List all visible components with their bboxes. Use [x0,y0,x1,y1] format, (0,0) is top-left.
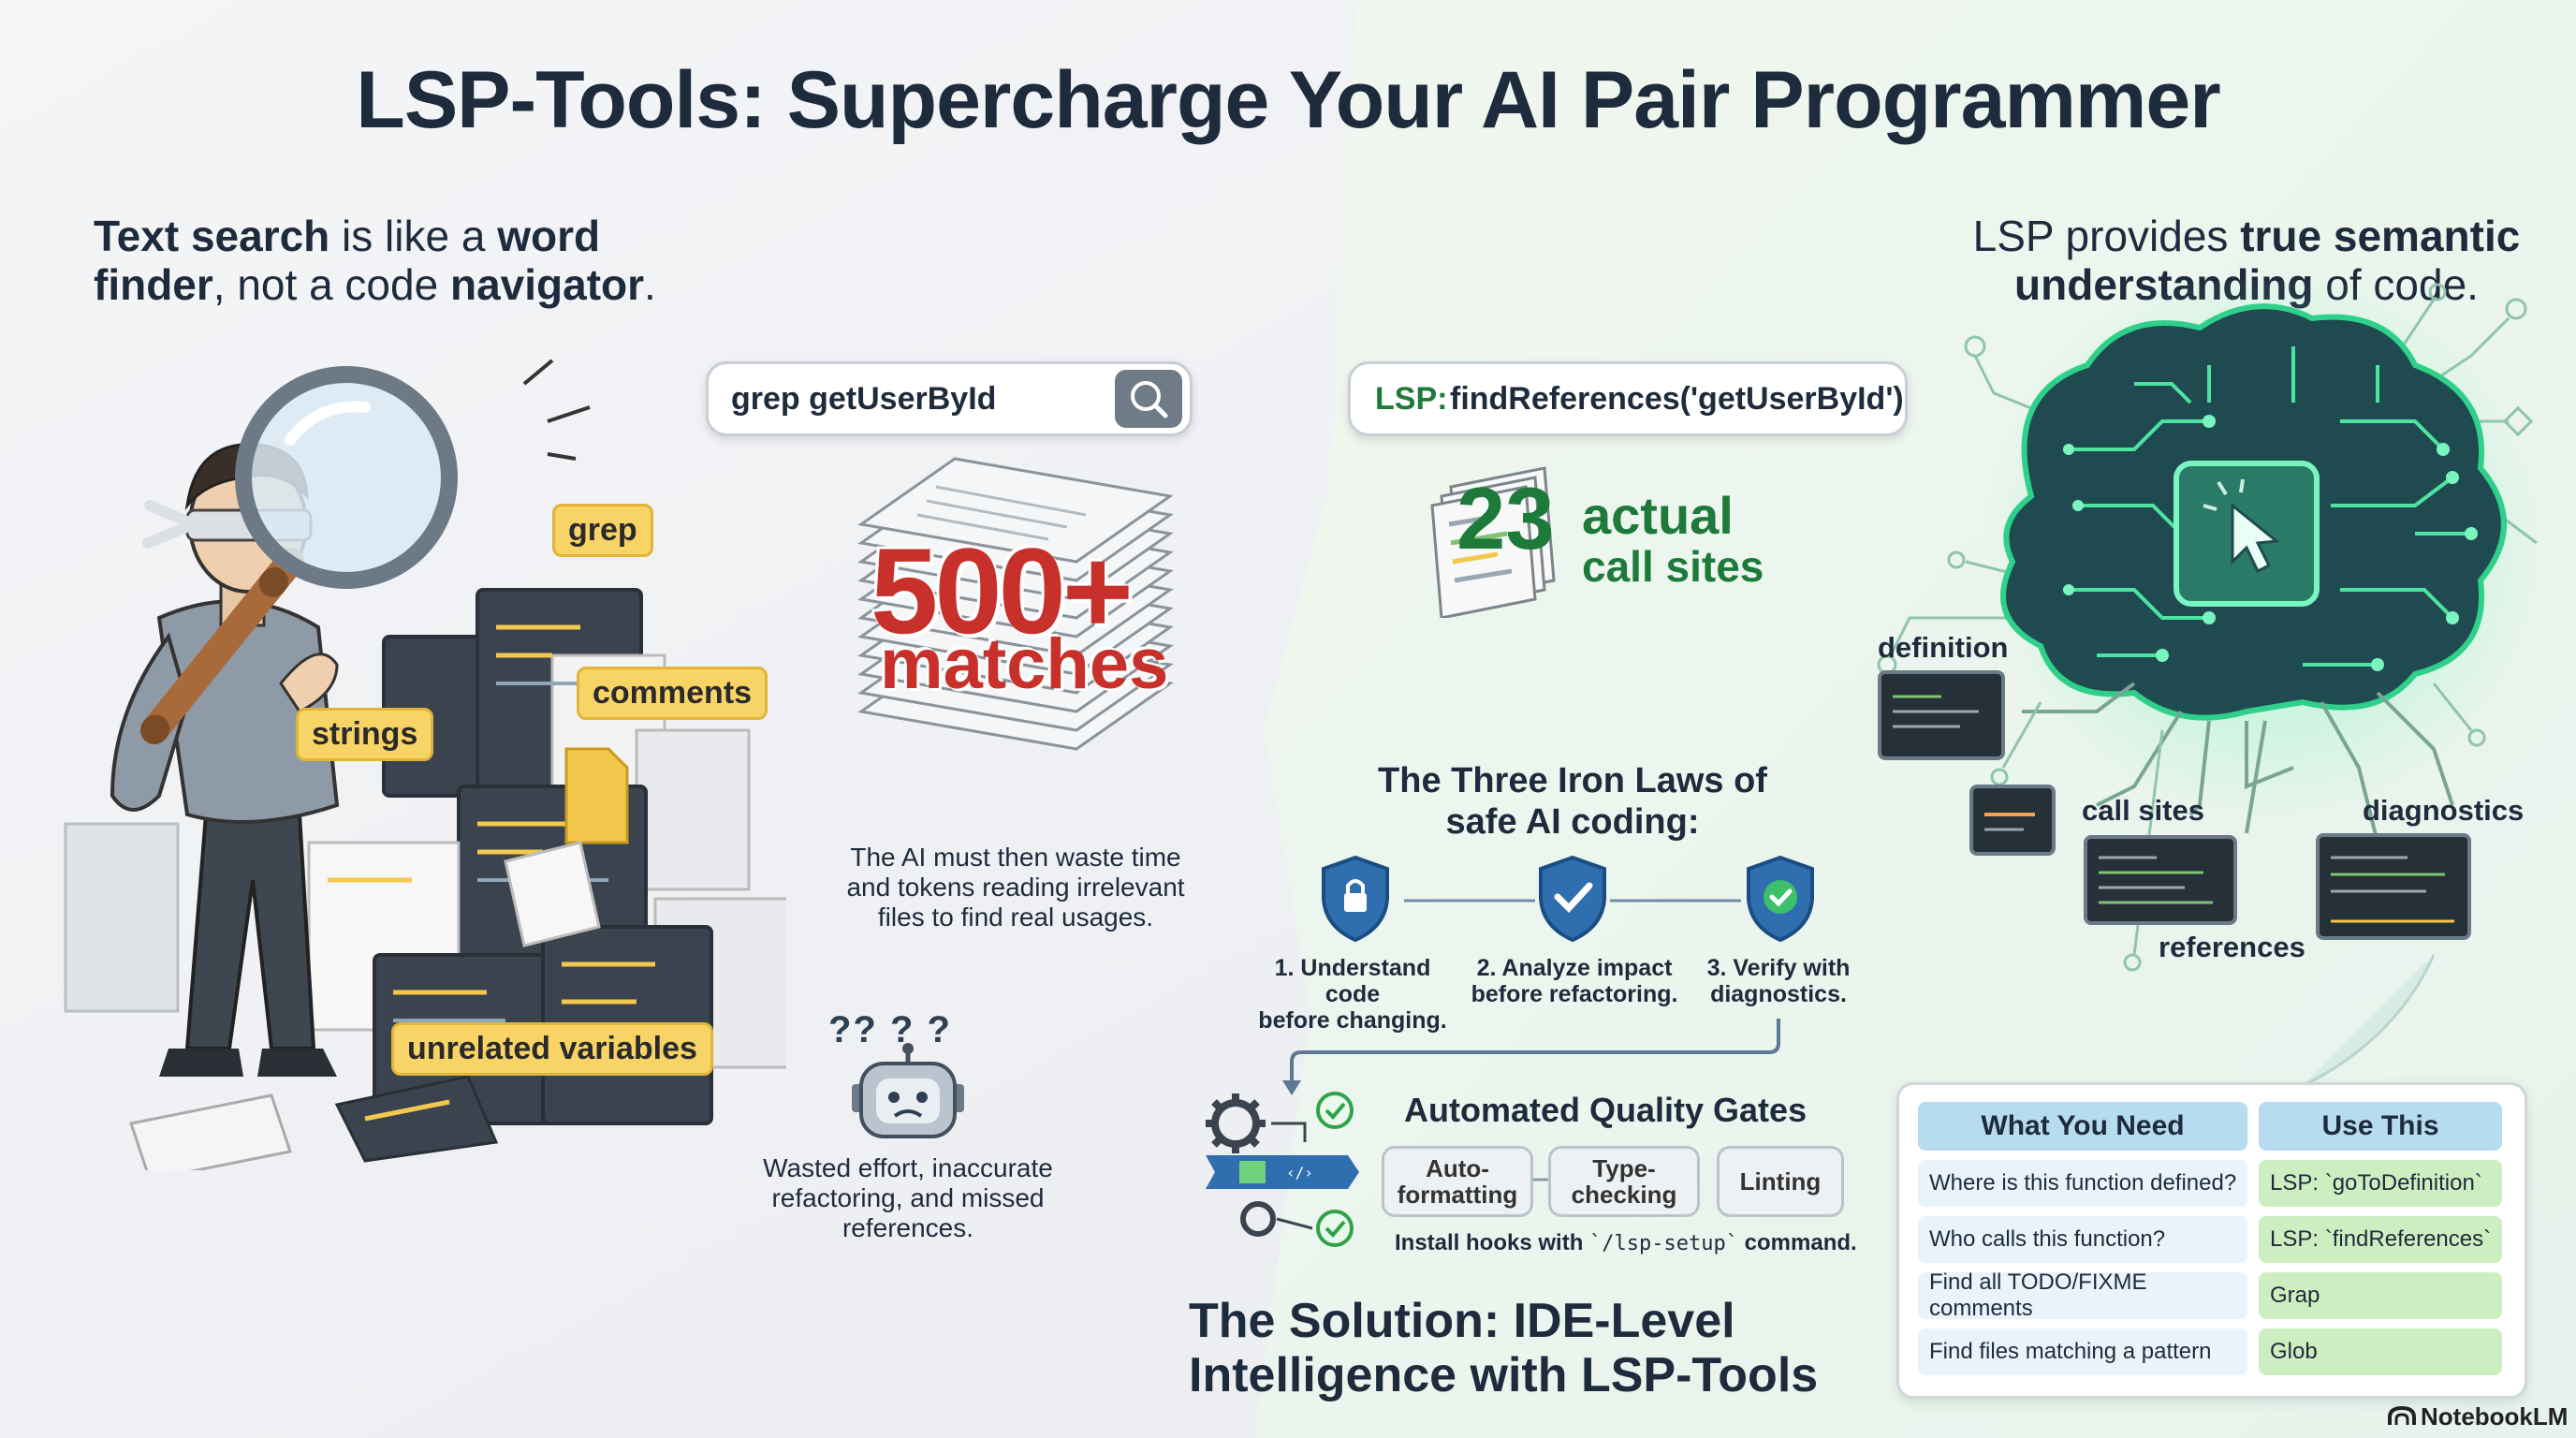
notebooklm-logo-icon [2388,1405,2416,1425]
gate-type-checking: Type-checking [1548,1146,1700,1217]
shield-check-icon [1539,855,1606,943]
call-sites-screen-icon [2084,835,2237,925]
search-icon[interactable] [1115,370,1182,428]
tag-unrelated-variables: unrelated variables [391,1022,713,1076]
lsp-call-text: findReferences('getUserById') [1450,381,1904,417]
matches-count: 500+ [871,522,1134,659]
gates-install-note: Install hooks with `/lsp-setup` command. [1395,1230,1857,1255]
diagnostics-screen-icon [2316,833,2471,940]
grep-search-bar[interactable]: grep getUserById [706,361,1193,436]
laws-to-gates-arrow [1282,1019,1780,1095]
shield-verified-icon [1747,855,1814,943]
label-call-sites: call sites [2082,794,2204,827]
circuit-brain-illustration [1877,281,2546,972]
table-cell-use: LSP: `goToDefinition` [2259,1160,2502,1207]
gear-icon-small [1240,1201,1276,1237]
tag-strings: strings [296,708,434,761]
lsp-prefix: LSP: [1375,381,1448,417]
gates-pipeline-icon: ‹/› [1206,1092,1359,1247]
brand-name: NotebookLM [2421,1402,2569,1431]
page-title: LSP-Tools: Supercharge Your AI Pair Prog… [356,55,2220,145]
label-references: references [2159,931,2305,963]
definition-screen-icon [1878,670,2005,760]
table-cell-need: Where is this function defined? [1918,1160,2247,1207]
table-cell-need: Who calls this function? [1918,1216,2247,1263]
matches-word: matches [880,624,1169,704]
magnifier-icon [140,359,591,744]
grep-search-text: grep getUserById [731,381,997,417]
tag-grep: grep [552,504,653,557]
tag-comments: comments [577,667,768,720]
paper-stack-icon [857,457,1174,751]
label-diagnostics: diagnostics [2363,794,2525,827]
tool-choice-table: What You Need Use This Where is this fun… [1896,1082,2527,1399]
label-definition: definition [1878,631,2009,664]
code-snippet-icon [1969,785,2056,856]
svg-text:‹/›: ‹/› [1286,1164,1313,1181]
laws-connector [1404,899,1741,902]
table-header-use: Use This [2259,1102,2502,1151]
call-site-count: 23 [1456,469,1555,567]
gates-title: Automated Quality Gates [1404,1091,1808,1129]
table-cell-need: Find all TODO/FIXME comments [1918,1269,2247,1321]
lsp-call-bar[interactable]: LSP: findReferences('getUserById') [1348,361,1908,436]
document-stack-icon [1430,466,1556,618]
table-cell-need: Find files matching a pattern [1918,1328,2247,1375]
robot-question-marks: ?? ? ? [828,1009,952,1050]
table-header-need: What You Need [1918,1102,2247,1151]
call-site-label: actual call sites [1582,486,1764,591]
table-cell-use: Grap [2259,1272,2502,1319]
table-cell-use: LSP: `findReferences` [2259,1216,2502,1263]
gate-auto-formatting: Auto-formatting [1382,1146,1533,1217]
table-cell-use: Glob [2259,1328,2502,1375]
scattered-paper-icon [129,1075,499,1170]
shield-lock-icon [1322,855,1389,943]
left-lead-text: Text search is like a word finder, not a… [94,212,656,309]
gate-linting: Linting [1717,1146,1844,1217]
sad-robot-icon [852,1043,964,1138]
gear-icon [1206,1093,1266,1153]
